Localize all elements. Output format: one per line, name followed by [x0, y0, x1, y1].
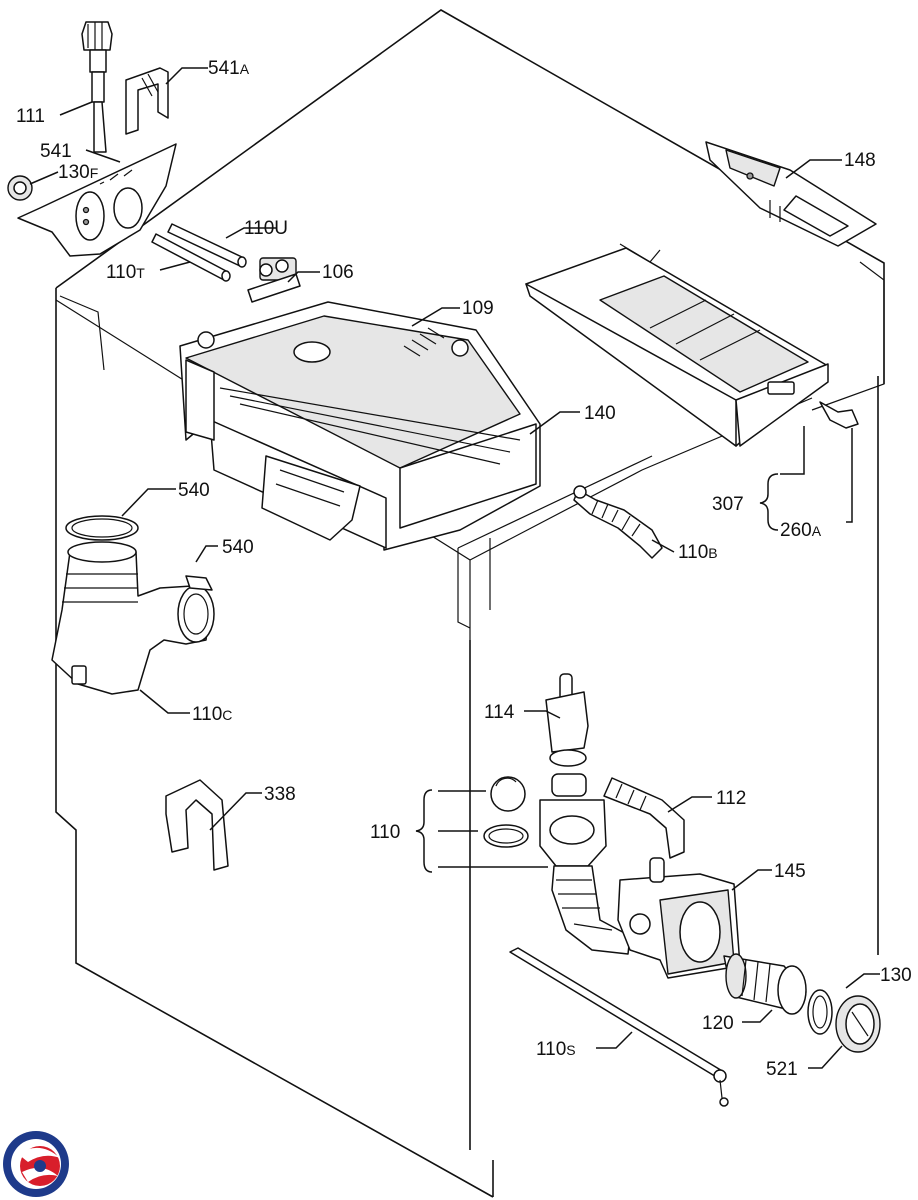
drain-rod-110s — [509, 947, 729, 1107]
tubes-110u-110t — [151, 223, 247, 282]
valve-130f — [7, 175, 33, 201]
callout-260a: 260A — [780, 520, 822, 541]
callout-145: 145 — [774, 861, 806, 882]
drawer-handle-148 — [705, 141, 877, 247]
hose-110b — [573, 485, 663, 559]
hose-112 — [603, 777, 685, 859]
pressure-chamber-114 — [545, 673, 589, 767]
bracket-541 — [17, 143, 177, 257]
callout-110: 110 — [370, 822, 400, 843]
filter-cap-521 — [835, 995, 881, 1053]
callout-540-side: 540 — [222, 537, 254, 558]
seal-ring-130 — [807, 989, 833, 1035]
callout-109: 109 — [462, 298, 494, 319]
callout-140: 140 — [584, 403, 616, 424]
callout-110t: 110T — [106, 262, 145, 283]
clip-541a — [125, 67, 169, 135]
callout-540-top: 540 — [178, 480, 210, 501]
ball-valve-110 — [483, 776, 529, 848]
callout-338: 338 — [264, 784, 296, 805]
detergent-drawer-260a — [525, 243, 829, 447]
callout-labels: 111 541A 541 130F 110U 110T 106 109 148 … — [16, 58, 912, 1080]
callout-130: 130 — [880, 965, 912, 986]
sump-hose-110c — [51, 515, 215, 695]
callout-521: 521 — [766, 1059, 798, 1080]
callout-110s: 110S — [536, 1039, 576, 1060]
drain-pump-145 — [617, 857, 741, 979]
clip-260a — [819, 401, 859, 429]
callout-112: 112 — [716, 788, 746, 809]
leader-lines — [29, 67, 880, 1069]
solenoid-106 — [247, 257, 301, 303]
callout-110c: 110C — [192, 704, 232, 725]
brand-logo — [3, 1131, 69, 1197]
callout-110u: 110U — [244, 218, 288, 239]
callout-120: 120 — [702, 1013, 734, 1034]
callout-110b: 110B — [678, 542, 718, 563]
callout-541: 541 — [40, 141, 72, 162]
callout-148: 148 — [844, 150, 876, 171]
callout-106: 106 — [322, 262, 354, 283]
dispenser-housing-109 — [179, 301, 541, 551]
callout-541a: 541A — [208, 58, 250, 79]
filter-120 — [723, 953, 807, 1015]
inlet-hose-111 — [81, 21, 113, 153]
pump-body — [539, 773, 631, 955]
clip-338 — [165, 779, 229, 871]
callout-130f: 130F — [58, 162, 98, 183]
callout-111: 111 — [16, 106, 45, 127]
callout-307: 307 — [712, 494, 744, 515]
callout-114: 114 — [484, 702, 515, 723]
